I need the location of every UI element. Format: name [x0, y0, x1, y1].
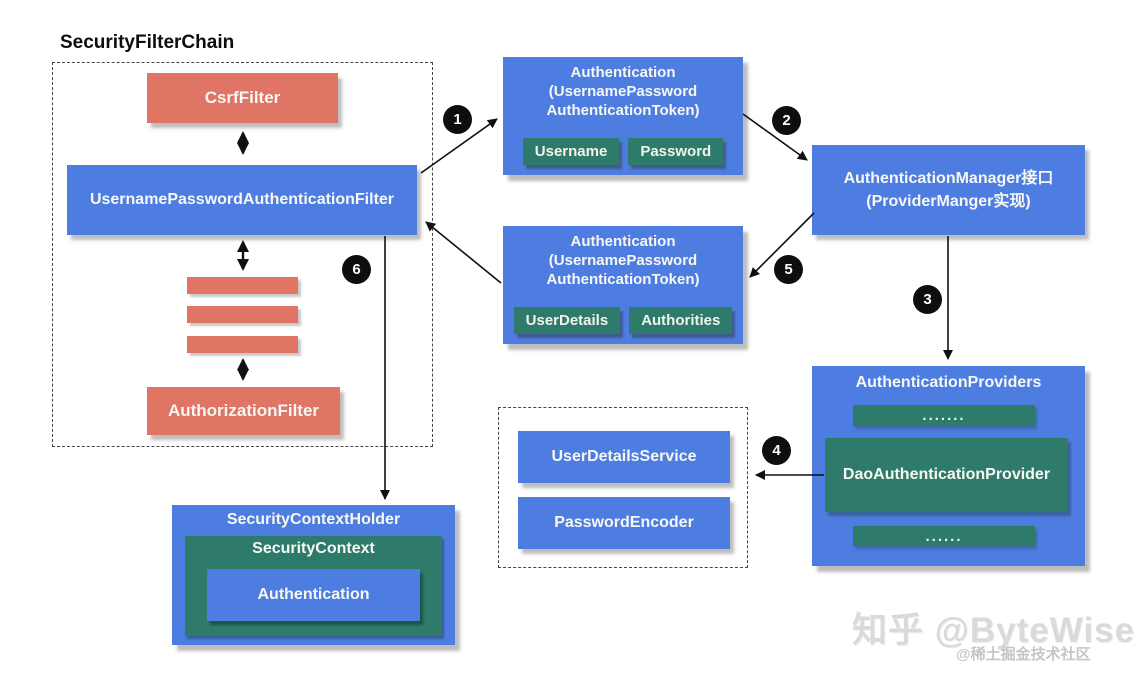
authentication-request-title: Authentication (UsernamePassword Authent…	[546, 64, 700, 119]
authentication-request-fields: Username Password	[503, 138, 743, 165]
password-encoder-box: PasswordEncoder	[518, 497, 730, 549]
step-circle-1: 1	[443, 105, 472, 134]
authentication-result-fields: UserDetails Authorities	[503, 307, 743, 334]
step-circle-3: 3	[913, 285, 942, 314]
security-filter-chain-title: SecurityFilterChain	[60, 32, 235, 53]
user-details-service-label: UserDetailsService	[551, 448, 697, 465]
authorization-filter-box: AuthorizationFilter	[147, 387, 340, 435]
step-circle-5: 5	[774, 255, 803, 284]
security-context-holder-title: SecurityContextHolder	[226, 511, 401, 528]
security-context-title: SecurityContext	[252, 540, 375, 557]
watermark-juejin-community: @稀土掘金技术社区	[956, 646, 1091, 663]
authentication-manager-box: AuthenticationManager接口 (ProviderManger实…	[812, 145, 1085, 235]
csrf-filter-box: CsrfFilter	[147, 73, 338, 123]
providers-ellipsis-bottom: ......	[853, 526, 1035, 546]
filter-ellipsis-bar	[187, 277, 298, 294]
csrf-filter-label: CsrfFilter	[204, 88, 281, 107]
authentication-result-token-box: Authentication (UsernamePassword Authent…	[503, 226, 743, 344]
user-details-chip: UserDetails	[513, 307, 621, 334]
step-circle-2: 2	[772, 106, 801, 135]
step-circle-6: 6	[342, 255, 371, 284]
step-circle-4: 4	[762, 436, 791, 465]
authentication-manager-label: AuthenticationManager接口 (ProviderManger实…	[843, 169, 1054, 210]
username-password-authentication-filter-box: UsernamePasswordAuthenticationFilter	[67, 165, 417, 235]
security-context-holder-box: SecurityContextHolder SecurityContext Au…	[172, 505, 455, 645]
filter-ellipsis-bar	[187, 336, 298, 353]
username-password-authentication-filter-label: UsernamePasswordAuthenticationFilter	[89, 191, 395, 208]
authorities-chip: Authorities	[629, 307, 733, 334]
dao-authentication-provider-box: DaoAuthenticationProvider	[825, 438, 1068, 512]
filter-ellipsis-bar	[187, 306, 298, 323]
user-details-service-box: UserDetailsService	[518, 431, 730, 483]
password-chip: Password	[628, 138, 724, 165]
authentication-request-token-box: Authentication (UsernamePassword Authent…	[503, 57, 743, 175]
authentication-result-title: Authentication (UsernamePassword Authent…	[546, 233, 700, 288]
context-authentication-label: Authentication	[257, 586, 370, 603]
context-authentication-box: Authentication	[207, 569, 420, 621]
watermark-zhihu-bytewise: 知乎 @ByteWise	[852, 611, 1136, 650]
dao-authentication-provider-label: DaoAuthenticationProvider	[842, 466, 1051, 483]
authentication-providers-title: AuthenticationProviders	[855, 374, 1042, 391]
username-chip: Username	[522, 138, 620, 165]
security-context-box: SecurityContext Authentication	[185, 536, 442, 636]
user-details-dashed-group	[498, 407, 748, 568]
authorization-filter-label: AuthorizationFilter	[167, 401, 320, 420]
providers-ellipsis-top: .......	[853, 405, 1035, 426]
arrow-result-to-filter	[425, 221, 502, 284]
password-encoder-label: PasswordEncoder	[554, 514, 694, 531]
